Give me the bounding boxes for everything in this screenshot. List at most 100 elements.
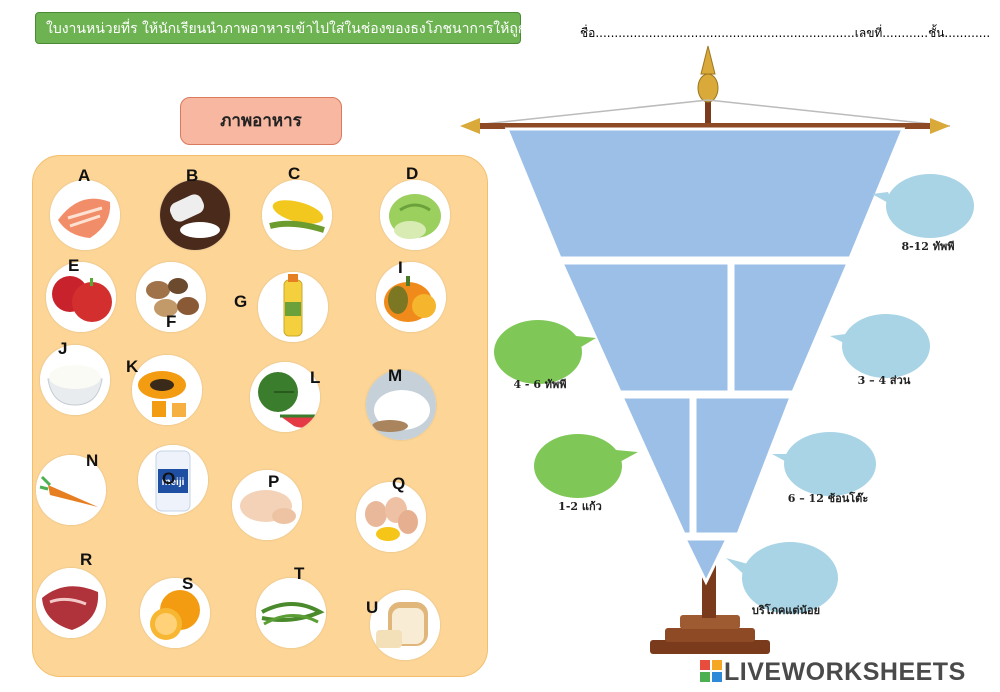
food-item-i[interactable]: I <box>376 258 458 334</box>
bubble-vegetable: 4 - 6 ทัพพี <box>492 318 596 391</box>
long-bean-icon <box>256 578 326 648</box>
watermelon-icon[interactable] <box>250 362 320 432</box>
food-letter: C <box>288 164 301 183</box>
food-item-d[interactable]: D <box>380 164 462 252</box>
bubble-meat-text: 6 – 12 ช้อนโต๊ะ <box>787 492 869 505</box>
sugar-icon <box>366 370 436 440</box>
finial-icon <box>697 73 719 103</box>
bread-icon[interactable] <box>370 590 440 660</box>
name-number-class-line: ชื่อ....................................… <box>580 26 991 40</box>
food-item-r[interactable]: R <box>36 550 118 640</box>
salmon-icon[interactable] <box>50 180 120 250</box>
food-letter: E <box>68 256 80 275</box>
bubble-milk: 1-2 แก้ว <box>532 432 638 513</box>
logo-text: LIVEWORKSHEETS <box>724 658 966 686</box>
carrot-icon <box>36 455 106 525</box>
nuts-icon[interactable] <box>136 262 206 332</box>
salmon-icon <box>50 180 120 250</box>
food-letter: U <box>366 598 379 617</box>
bubble-grain: 8-12 ทัพพี <box>872 172 976 253</box>
food-item-g[interactable]: G <box>234 272 340 344</box>
salt-icon[interactable] <box>160 180 230 250</box>
apple-icon[interactable] <box>46 262 116 332</box>
tier-meat[interactable] <box>693 395 794 536</box>
food-item-u[interactable]: U <box>366 590 452 662</box>
bubble-fruit: 3 – 4 ส่วน <box>830 312 932 387</box>
nutrition-flag <box>460 45 951 654</box>
sugar-icon[interactable] <box>366 370 436 440</box>
rice-icon[interactable] <box>40 345 110 415</box>
salt-icon <box>160 180 230 250</box>
food-letter: R <box>80 550 93 569</box>
food-letter: F <box>166 312 177 331</box>
food-item-e[interactable]: E <box>46 256 128 334</box>
pumpkin-icon[interactable] <box>376 262 446 332</box>
oil-bottle-icon[interactable] <box>258 272 328 342</box>
rice-icon <box>40 345 110 415</box>
food-item-k[interactable]: K <box>126 355 214 427</box>
beef-icon <box>36 568 106 638</box>
tier-fruit[interactable] <box>731 261 851 394</box>
tier-milk[interactable] <box>619 395 693 536</box>
cabbage-icon[interactable] <box>380 180 450 250</box>
food-item-f[interactable]: F <box>136 262 218 334</box>
tier-vegetable[interactable] <box>559 261 731 394</box>
food-item-n[interactable]: N <box>36 451 118 527</box>
food-letter: B <box>186 166 199 185</box>
bubble-vegetable-text: 4 - 6 ทัพพี <box>513 378 567 391</box>
food-item-j[interactable]: J <box>40 339 122 417</box>
food-item-c[interactable]: C <box>262 164 344 252</box>
cabbage-icon <box>380 180 450 250</box>
carrot-icon[interactable] <box>36 455 106 525</box>
milk-bottle-icon: meiji <box>138 445 208 515</box>
corn-icon[interactable] <box>262 180 332 250</box>
papaya-icon[interactable] <box>132 355 202 425</box>
food-letter: Q <box>392 474 406 493</box>
food-item-b[interactable]: B <box>160 166 242 252</box>
food-item-p[interactable]: P <box>232 470 314 542</box>
food-letter: G <box>234 292 248 311</box>
food-letter: L <box>310 368 321 387</box>
food-letter: K <box>126 357 139 376</box>
bubble-grain-text: 8-12 ทัพพี <box>901 240 955 253</box>
food-letter: T <box>294 564 305 583</box>
bubble-limit-text: บริโภคแต่น้อย <box>751 604 821 617</box>
tier-grain[interactable] <box>504 127 906 260</box>
oil-bottle-icon <box>258 272 328 342</box>
bubble-milk-text: 1-2 แก้ว <box>558 500 602 513</box>
pumpkin-icon <box>376 262 446 332</box>
food-letter: N <box>86 451 99 470</box>
food-letter: J <box>58 339 68 358</box>
live-badge-icon <box>700 660 722 682</box>
apple-icon <box>46 262 116 332</box>
long-bean-icon[interactable] <box>256 578 326 648</box>
orange-icon <box>140 578 210 648</box>
food-item-a[interactable]: A <box>50 166 132 252</box>
papaya-icon <box>132 355 202 425</box>
tier-limit[interactable] <box>682 537 730 586</box>
instruction-banner: ใบงานหน่วยที่ร ให้นักเรียนนำภาพอาหารเข้า… <box>35 12 551 44</box>
food-item-m[interactable]: M <box>366 366 448 442</box>
food-item-q[interactable]: Q <box>356 474 438 554</box>
milk-bottle-icon[interactable]: meiji <box>138 445 208 515</box>
food-panel-title: ภาพอาหาร <box>180 97 342 145</box>
liveworksheets-logo: LIVEWORKSHEETS <box>700 658 966 687</box>
nuts-icon <box>136 262 206 332</box>
food-item-l[interactable]: L <box>250 362 332 434</box>
chicken-icon[interactable] <box>232 470 302 540</box>
bubble-fruit-text: 3 – 4 ส่วน <box>857 374 911 387</box>
beef-icon[interactable] <box>36 568 106 638</box>
food-item-s[interactable]: S <box>140 574 222 650</box>
eggs-icon[interactable] <box>356 482 426 552</box>
flag-crossbar <box>475 123 935 129</box>
svg-text:meiji: meiji <box>162 477 185 488</box>
orange-icon[interactable] <box>140 578 210 648</box>
bubble-limit: บริโภคแต่น้อย <box>726 540 838 617</box>
bubble-meat: 6 – 12 ช้อนโต๊ะ <box>772 430 876 505</box>
food-letter: I <box>398 258 403 277</box>
food-item-t[interactable]: T <box>256 564 338 650</box>
food-letter: P <box>268 472 280 491</box>
food-letter: M <box>388 366 403 385</box>
bread-icon <box>370 590 440 660</box>
